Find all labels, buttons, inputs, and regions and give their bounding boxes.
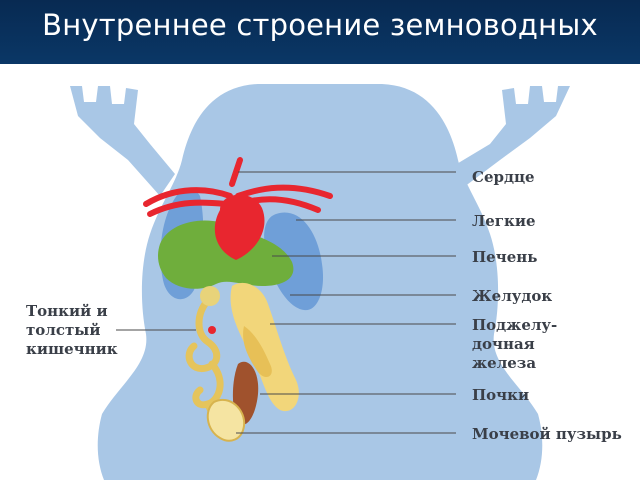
label-stomach: Желудок bbox=[472, 287, 553, 305]
title-bar: Внутреннее строение земноводных bbox=[0, 0, 640, 64]
frog-anatomy-diagram: Сердце Легкие Печень Желудок Поджелу- до… bbox=[0, 64, 640, 480]
frog-illustration bbox=[70, 84, 570, 480]
label-intestine: Тонкий и толстый кишечник bbox=[26, 302, 118, 358]
stomach bbox=[230, 282, 299, 412]
label-bladder: Мочевой пузырь bbox=[472, 425, 622, 443]
gall-bladder bbox=[200, 286, 220, 306]
label-heart: Сердце bbox=[472, 168, 535, 186]
label-pancreas: Поджелу- дочная железа bbox=[472, 316, 558, 372]
label-liver: Печень bbox=[472, 248, 538, 266]
slide-title: Внутреннее строение земноводных bbox=[42, 8, 598, 42]
heart bbox=[214, 194, 265, 260]
label-lungs: Легкие bbox=[472, 212, 536, 230]
urinary-bladder bbox=[206, 399, 246, 442]
right-lung bbox=[264, 212, 324, 311]
label-kidneys: Почки bbox=[472, 386, 530, 404]
leader-lines bbox=[116, 171, 456, 434]
spleen bbox=[208, 326, 216, 334]
pancreas bbox=[243, 326, 272, 378]
